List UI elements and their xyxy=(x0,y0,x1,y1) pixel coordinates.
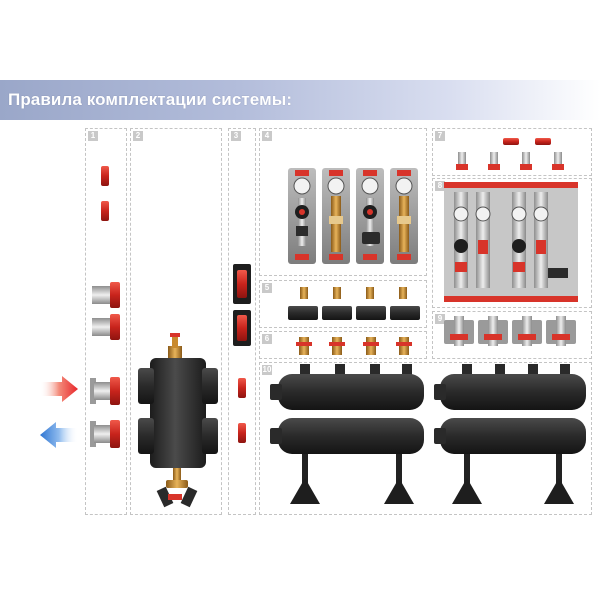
hydraulic-separator xyxy=(138,333,218,508)
panel-number: 9 xyxy=(435,314,445,324)
pump-group-unit-1 xyxy=(288,168,316,264)
panel-1-fittings xyxy=(90,166,120,448)
pump-group-unit-4 xyxy=(390,168,418,264)
panel-number: 3 xyxy=(231,131,241,141)
panel-10: 10 xyxy=(259,362,592,515)
panel-number: 8 xyxy=(435,181,445,191)
supply-arrow-icon xyxy=(40,376,78,402)
panel-number: 2 xyxy=(133,131,143,141)
pump-group-unit-2 xyxy=(322,168,350,264)
panel-7: 7 xyxy=(432,128,592,176)
panel-1: 1 xyxy=(85,128,127,515)
page-title: Правила комплектации системы: xyxy=(8,90,293,109)
panel-number: 5 xyxy=(262,283,272,293)
panel-7-adapters xyxy=(456,138,564,170)
panel-9: 9 xyxy=(432,311,592,359)
panel-3-parts xyxy=(233,264,251,443)
panel-number: 6 xyxy=(262,334,272,344)
panel-8: 8 xyxy=(432,178,592,308)
panel-number: 7 xyxy=(435,131,445,141)
header-banner: Правила комплектации системы: xyxy=(0,80,600,120)
panel-number: 1 xyxy=(88,131,98,141)
return-arrow-icon xyxy=(40,422,78,448)
panel-9-connection-sets xyxy=(444,316,576,346)
manifold-right xyxy=(434,364,586,504)
panel-4: 4 xyxy=(259,128,427,276)
panel-number: 10 xyxy=(262,365,272,375)
panel-number: 4 xyxy=(262,131,272,141)
panel-5-connectors xyxy=(288,287,420,320)
panel-6-fittings xyxy=(296,337,412,355)
pump-group-unit-3 xyxy=(356,168,384,264)
panel-3: 3 xyxy=(228,128,256,515)
panel-5: 5 xyxy=(259,280,427,328)
panel-2: 2 xyxy=(130,128,222,515)
panel-6: 6 xyxy=(259,331,427,359)
mixing-groups xyxy=(444,182,578,302)
manifold-left xyxy=(270,364,424,504)
